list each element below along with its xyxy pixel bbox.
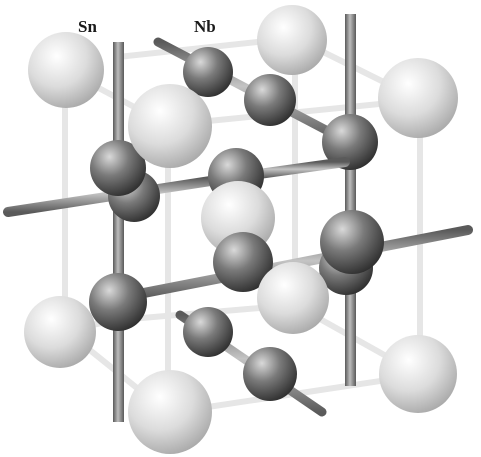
vertical-chain-rods (113, 14, 356, 422)
sn-atom (28, 32, 104, 108)
nb-atom (322, 114, 378, 170)
nb-atom (243, 347, 297, 401)
nb-chain-top (153, 37, 378, 170)
sn-atom (378, 58, 458, 138)
nb-atom (90, 140, 146, 196)
nb-atom (89, 273, 147, 331)
nb-atom (213, 232, 273, 292)
nb-label: Nb (194, 17, 216, 36)
sn-label: Sn (78, 17, 97, 36)
nb-atom (183, 307, 233, 357)
sn-atom (257, 262, 329, 334)
nb-atom (244, 74, 296, 126)
sn-atom (379, 335, 457, 413)
vertical-rod (113, 42, 124, 422)
sn-atom (128, 84, 212, 168)
nb-atom (183, 47, 233, 97)
vertical-rod (345, 14, 356, 386)
sn-atom (128, 370, 212, 454)
sn-atom (257, 5, 327, 75)
sn-atom (24, 296, 96, 368)
nb-atom (320, 210, 384, 274)
nb-chain-bottom (175, 307, 327, 417)
